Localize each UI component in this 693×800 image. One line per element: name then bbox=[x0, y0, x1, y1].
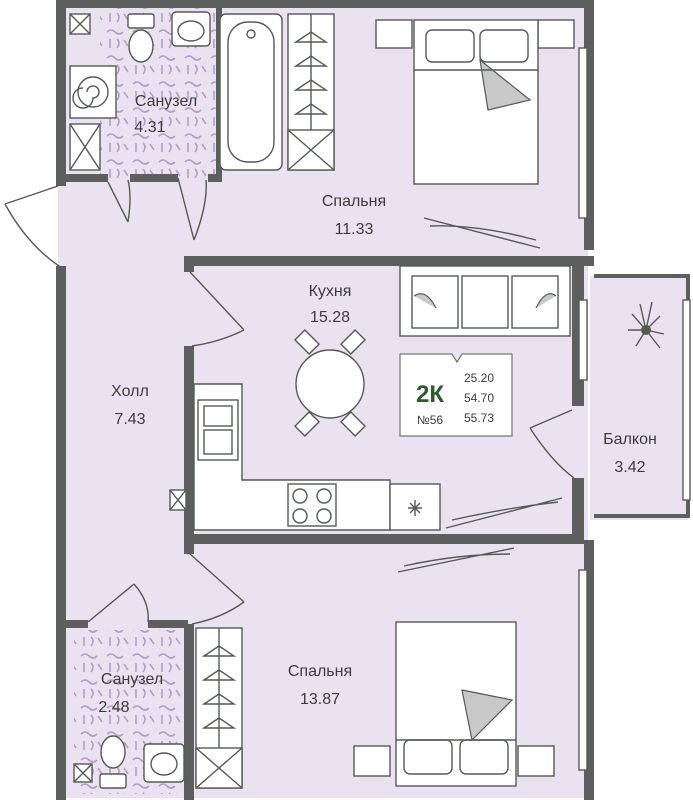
door-bedroom1 bbox=[177, 177, 207, 241]
tv-1 bbox=[423, 217, 541, 249]
nightstand-left bbox=[375, 19, 413, 49]
dining-table bbox=[295, 349, 365, 419]
sink-icon-2 bbox=[143, 743, 185, 783]
washing-machine-icon bbox=[69, 65, 117, 119]
door-kitchen bbox=[189, 271, 245, 347]
door-bedroom2 bbox=[189, 553, 245, 625]
badge-area-with-balcony: 55.73 bbox=[464, 411, 494, 425]
room-area-bath2: 2.48 bbox=[98, 699, 129, 716]
toilet-icon-2 bbox=[99, 773, 127, 789]
bedroom1-furniture bbox=[287, 13, 575, 249]
walls bbox=[56, 0, 690, 800]
badge-number: №56 bbox=[417, 413, 444, 427]
kitchen-counter bbox=[193, 383, 391, 531]
nightstand-left-2 bbox=[353, 745, 391, 777]
room-name-hall: Холл bbox=[111, 383, 149, 400]
floor-balcony bbox=[590, 276, 688, 520]
apartment-badge: 2К №56 25.20 54.70 55.73 bbox=[399, 353, 513, 437]
bath2-fixtures bbox=[73, 735, 185, 789]
window-bedroom2 bbox=[578, 569, 588, 771]
badge-type: 2К bbox=[416, 381, 444, 408]
badge-living-area: 25.20 bbox=[464, 371, 494, 385]
room-name-bedroom2: Спальня bbox=[288, 663, 352, 680]
toilet-icon bbox=[127, 13, 155, 29]
room-name-kitchen: Кухня bbox=[309, 283, 352, 300]
room-name-balcony: Балкон bbox=[603, 431, 657, 448]
door-bath2 bbox=[87, 583, 149, 623]
room-area-kitchen: 15.28 bbox=[310, 309, 350, 326]
nightstand-right-2 bbox=[517, 745, 555, 777]
room-area-hall: 7.43 bbox=[114, 411, 145, 428]
window-bedroom1 bbox=[578, 47, 588, 219]
room-area-bedroom2: 13.87 bbox=[300, 691, 340, 708]
room-area-balcony: 3.42 bbox=[614, 459, 645, 476]
bedroom2-furniture bbox=[195, 547, 555, 789]
room-area-bedroom1: 11.33 bbox=[335, 221, 374, 238]
door-entrance bbox=[4, 185, 63, 269]
bathtub-icon bbox=[219, 13, 283, 171]
tv-3 bbox=[397, 547, 515, 573]
balcony-plant bbox=[628, 301, 665, 349]
door-bath1 bbox=[107, 179, 131, 223]
window-kitchen bbox=[578, 299, 588, 381]
window-balcony bbox=[682, 299, 691, 501]
nightstand-right bbox=[537, 19, 575, 49]
doors bbox=[4, 177, 575, 625]
room-name-bedroom1: Спальня bbox=[322, 193, 386, 210]
bath1-fixtures bbox=[69, 11, 283, 171]
tv-2 bbox=[445, 497, 563, 529]
hanger-icon bbox=[293, 31, 329, 115]
room-name-bath2: Санузел bbox=[101, 671, 163, 688]
room-labels: Санузел 4.31 Спальня 11.33 Кухня 15.28 Х… bbox=[98, 93, 656, 716]
kitchen-furniture bbox=[169, 265, 571, 531]
room-area-bath1: 4.31 bbox=[134, 119, 165, 136]
badge-total-area: 54.70 bbox=[464, 391, 494, 405]
windows bbox=[578, 47, 691, 771]
door-balcony bbox=[529, 409, 575, 479]
plant-icon bbox=[628, 301, 665, 349]
room-name-bath1: Санузел bbox=[135, 93, 197, 110]
